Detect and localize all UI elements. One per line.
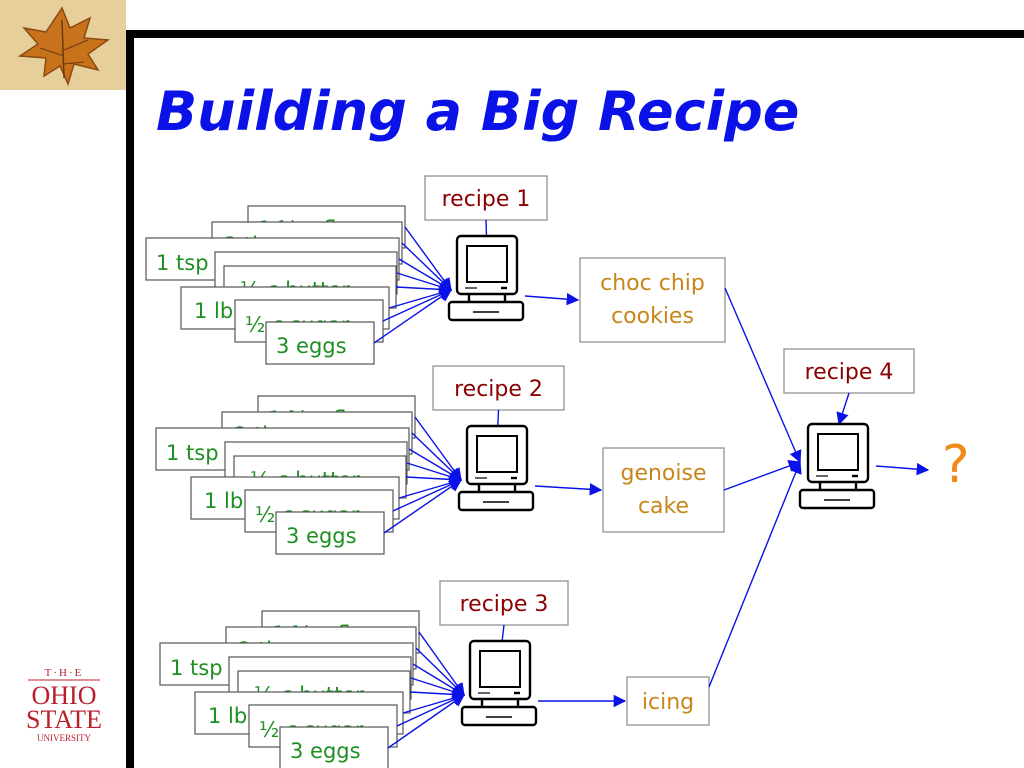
ingredient-arrow [418, 631, 465, 697]
output-box [626, 676, 710, 726]
recipe-label: recipe 2 [454, 377, 543, 402]
recipe-label: recipe 4 [805, 360, 894, 385]
maple-leaf-icon [0, 0, 126, 90]
ingredient-box [265, 321, 375, 365]
ingredient-arrow [383, 479, 463, 534]
output-arrow [534, 483, 603, 496]
recipe-group-2: 1 ¼ c flour2 tbsp cocoa1 tsp baking pwdr… [155, 365, 802, 555]
ohio-state-logo: T·H·E OHIO STATE UNIVERSITY [22, 662, 106, 744]
output-label: genoise [620, 461, 706, 486]
ingredient-arrow [373, 289, 453, 344]
recipe-label-box [439, 580, 569, 626]
output-label: icing [642, 690, 694, 715]
result-arrow [875, 462, 930, 476]
left-rule [126, 30, 134, 768]
computer-icon [457, 424, 535, 512]
slide-title: Building a Big Recipe [156, 80, 800, 143]
recipe-label: recipe 1 [442, 187, 531, 212]
to-final-arrow [724, 287, 802, 464]
ingredient-arrow [402, 692, 466, 714]
output-box [579, 257, 726, 343]
ingredient-arrow [398, 477, 463, 499]
output-arrow [524, 292, 580, 306]
computer-icon [460, 639, 538, 727]
ingredient-arrow [412, 663, 466, 696]
ingredient-arrow [408, 448, 463, 481]
ingredient-arrow [388, 287, 453, 309]
top-rule [126, 30, 1024, 38]
ingredient-box [275, 511, 385, 555]
recipe-label: recipe 3 [460, 592, 549, 617]
recipe-label-box [432, 365, 565, 411]
recipe-group-1: 1 ¼ c flour2 tbsp cocoa1 tsp baking pwdr… [145, 175, 802, 464]
ingredient-arrow [414, 416, 462, 482]
recipe-arrow [836, 392, 850, 426]
output-label: choc chip [600, 271, 705, 296]
ingredient-label: 3 eggs [290, 739, 361, 763]
logo-line4: UNIVERSITY [37, 733, 91, 743]
ingredient-label: 3 eggs [276, 334, 347, 358]
output-label: cake [638, 494, 689, 519]
logo-line1: T·H·E [45, 667, 84, 679]
logo-line3: STATE [26, 705, 102, 734]
ingredient-arrow [387, 694, 466, 749]
recipe-group-3: 1 ¼ c flour2 tbsp cocoa1 tsp baking pwdr… [159, 460, 802, 768]
to-final-arrow [708, 460, 802, 688]
logo-line2: OHIO [32, 681, 97, 710]
ingredient-arrow [404, 226, 452, 292]
final-recipe: recipe 4? [783, 348, 970, 510]
recipe-label-box [783, 348, 915, 394]
output-label: cookies [611, 304, 694, 329]
ingredient-arrow [398, 258, 453, 291]
computer-icon [798, 422, 876, 510]
output-box [602, 447, 725, 533]
ingredient-box [279, 726, 389, 768]
ingredient-label: 3 eggs [286, 524, 357, 548]
recipe-label-box [424, 175, 548, 221]
to-final-arrow [723, 460, 802, 491]
result-question-mark: ? [942, 435, 970, 495]
computer-icon [447, 234, 525, 322]
